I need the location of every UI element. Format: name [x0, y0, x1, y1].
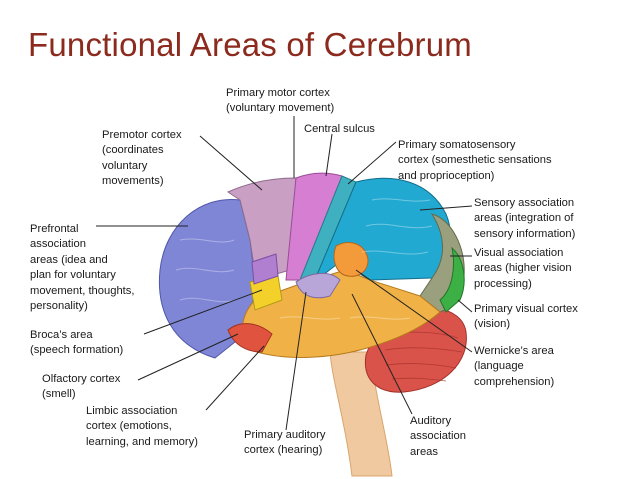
- label-limbic: Limbic association cortex (emotions, lea…: [86, 405, 198, 448]
- label-sensory-association: Sensory association areas (integration o…: [474, 197, 576, 240]
- label-visual-association: Visual association areas (higher vision …: [474, 247, 572, 290]
- label-premotor: Premotor cortex (coordinates voluntary m…: [102, 129, 182, 188]
- leader-primary-auditory: [285, 291, 307, 431]
- label-primary-motor: Primary motor cortex (voluntary movement…: [226, 87, 335, 115]
- prefrontal-region: [158, 198, 256, 359]
- prefrontal-inner-region: [251, 253, 279, 285]
- label-wernickes: Wernicke’s area (language comprehension): [474, 345, 555, 388]
- label-primary-auditory: Primary auditory cortex (hearing): [244, 429, 326, 457]
- label-prefrontal: Prefrontal association areas (idea and p…: [30, 223, 135, 313]
- leader-limbic: [205, 345, 265, 411]
- label-primary-somatosensory: Primary somatosensory cortex (somestheti…: [398, 139, 552, 182]
- brainstem: [329, 351, 393, 477]
- olfactory-region: [227, 323, 273, 353]
- primary-visual-region: [439, 246, 465, 313]
- label-primary-visual: Primary visual cortex (vision): [474, 303, 578, 331]
- leader-premotor: [199, 135, 263, 191]
- label-brocas: Broca’s area (speech formation): [30, 329, 124, 357]
- primary-auditory-region: [295, 273, 341, 299]
- label-auditory-association: Auditory association areas: [410, 415, 466, 458]
- leader-somatosensory: [347, 141, 397, 185]
- wernicke-region: [333, 242, 369, 277]
- leader-auditory-association: [351, 293, 413, 415]
- leader-central-sulcus: [325, 133, 333, 177]
- leader-brocas: [143, 289, 263, 335]
- leader-olfactory: [137, 333, 239, 381]
- leader-sensory-association: [419, 205, 473, 211]
- leader-primary-visual: [457, 299, 473, 313]
- label-olfactory: Olfactory cortex (smell): [42, 373, 121, 401]
- page-title: Functional Areas of Cerebrum: [28, 26, 472, 63]
- leader-wernicke: [355, 269, 473, 353]
- label-central-sulcus: Central sulcus: [304, 123, 375, 135]
